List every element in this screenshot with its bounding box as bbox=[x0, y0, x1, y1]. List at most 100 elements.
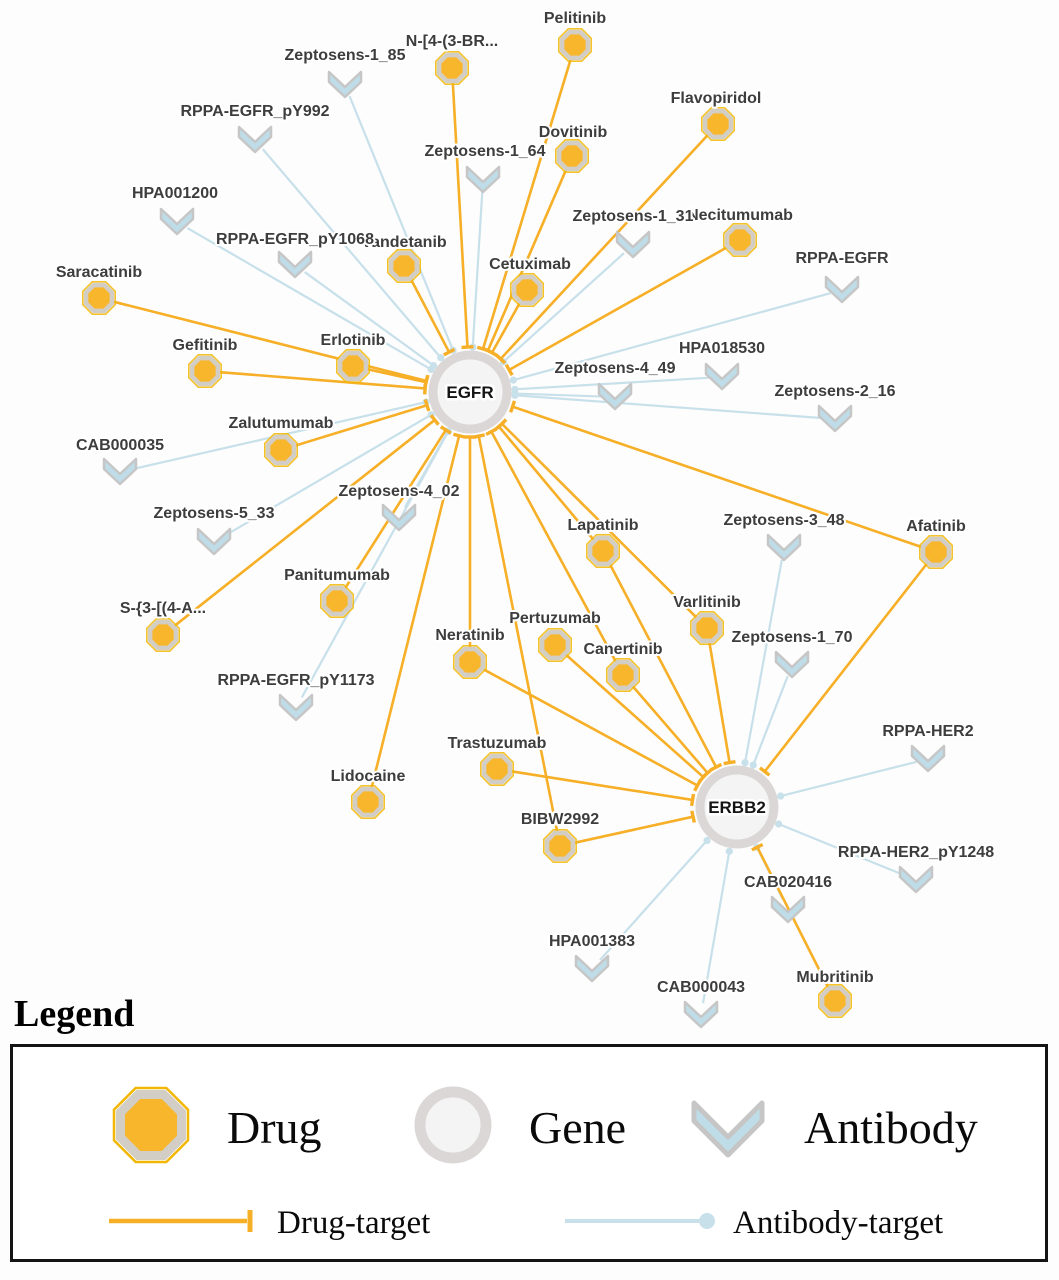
drug-node-pertuzumab bbox=[539, 629, 571, 661]
drug-edge-tee bbox=[693, 779, 702, 792]
drug-node-gefitinib bbox=[189, 355, 221, 387]
antibody-node-z3_48 bbox=[766, 533, 802, 562]
node-label-z1_64: Zeptosens-1_64 bbox=[425, 143, 546, 160]
antibody-node-z1_64 bbox=[465, 165, 501, 194]
antibody-edge-dot bbox=[509, 376, 517, 384]
drug-edge-tee bbox=[423, 398, 431, 412]
drug-target-edge-panitumumab bbox=[342, 429, 447, 591]
antibody-node-z2_16 bbox=[817, 404, 853, 433]
node-label-flavopiridol: Flavopiridol bbox=[671, 90, 762, 107]
drug-node-rim bbox=[509, 272, 545, 308]
legend-item-antibody-target: Antibody-target bbox=[561, 1205, 943, 1242]
antibody-node-z4_02 bbox=[381, 503, 417, 532]
drug-edge-tee bbox=[751, 842, 764, 852]
drug-edge-tee bbox=[429, 414, 440, 426]
drug-target-edge-necitumumab bbox=[508, 245, 730, 372]
drug-target-edge-pertuzumab bbox=[563, 652, 705, 779]
drug-node-rim bbox=[817, 983, 853, 1019]
node-label-canertinib: Canertinib bbox=[583, 641, 662, 658]
antibody-target-edge-z1_85 bbox=[348, 95, 455, 351]
antibody-target-edge-rppa_py1173 bbox=[300, 430, 450, 699]
node-label-trastuzumab: Trastuzumab bbox=[448, 735, 547, 752]
node-label-gefitinib: Gefitinib bbox=[173, 337, 238, 354]
antibody-node-rppa_py1248 bbox=[898, 865, 934, 894]
antibody-node-rppa_py1173 bbox=[278, 693, 314, 722]
drug-target-edge-bibw2992 bbox=[572, 815, 694, 845]
drug-target-edge-canertinib bbox=[630, 683, 709, 774]
legend-item-drug: Drug bbox=[101, 1075, 322, 1180]
antibody-target-line-icon bbox=[561, 1205, 721, 1242]
drug-target-edge-saracatinib bbox=[111, 299, 427, 383]
antibody-edge-dot bbox=[775, 820, 783, 828]
drug-edge-tee bbox=[698, 771, 709, 783]
drug-node-pelitinib bbox=[559, 29, 591, 61]
drug-node-lapatinib bbox=[587, 535, 619, 567]
nodes-layer bbox=[82, 27, 954, 1029]
drug-edge-tee bbox=[723, 759, 736, 766]
drug-edge-tee bbox=[504, 363, 514, 376]
drug-edge-tee bbox=[690, 810, 697, 823]
node-label-vandetanib: Vandetanib bbox=[361, 234, 447, 251]
drug-node-rim bbox=[689, 610, 725, 646]
antibody-target-edge-z5_33 bbox=[223, 413, 432, 537]
network-canvas: EGFRERBB2PelitinibN-[4-(3-BR...Flavopiri… bbox=[54, 8, 996, 1029]
drug-target-edge-trastuzumab bbox=[509, 769, 693, 802]
antibody-node-rppa_egfr bbox=[824, 275, 860, 304]
node-label-n4_3br: N-[4-(3-BR... bbox=[406, 33, 498, 50]
node-label-pertuzumab: Pertuzumab bbox=[509, 610, 601, 627]
antibody-node-cab000043 bbox=[683, 1000, 719, 1029]
drug-node-rim bbox=[537, 627, 573, 663]
drug-node-cetuximab bbox=[511, 274, 543, 306]
antibody-node-hpa001383 bbox=[574, 954, 610, 983]
drug-edge-tee bbox=[495, 353, 507, 365]
node-label-zalutumumab: Zalutumumab bbox=[229, 415, 334, 432]
legend-item-drug-target: Drug-target bbox=[105, 1205, 430, 1242]
antibody-target-edge-rppa_py1068 bbox=[304, 271, 435, 367]
legend-drug-label: Drug bbox=[227, 1102, 322, 1153]
antibody-edge-dot bbox=[437, 354, 445, 362]
node-label-panitumumab: Panitumumab bbox=[284, 567, 390, 584]
drug-node-afatinib bbox=[920, 536, 952, 568]
legend-title: Legend bbox=[14, 993, 135, 1035]
drug-node-rim bbox=[722, 223, 758, 258]
drug-target-edge-pelitinib bbox=[481, 57, 573, 350]
antibody-edge-dot bbox=[725, 847, 733, 855]
node-label-hpa001200: HPA001200 bbox=[132, 185, 218, 202]
antibody-target-edge-cab000043 bbox=[701, 851, 731, 1004]
antibody-target-edge-hpa001200 bbox=[186, 227, 432, 371]
antibody-node-rppa_py1068 bbox=[277, 250, 313, 279]
node-label-z4_49: Zeptosens-4_49 bbox=[555, 360, 676, 377]
drug-target-edge-afatinib bbox=[512, 405, 925, 550]
node-label-cab000035: CAB000035 bbox=[76, 437, 164, 454]
antibody-edge-dot bbox=[511, 391, 519, 399]
antibody-node-z1_70 bbox=[774, 650, 810, 679]
node-label-lapatinib: Lapatinib bbox=[567, 517, 638, 534]
node-label-varlitinib: Varlitinib bbox=[673, 594, 741, 611]
drug-edge-tee bbox=[509, 400, 517, 413]
drug-node-rim bbox=[263, 432, 299, 468]
node-label-z2_16: Zeptosens-2_16 bbox=[775, 383, 896, 400]
antibody-target-edge-z2_16 bbox=[514, 394, 824, 420]
drug-node-rim bbox=[319, 583, 355, 619]
drug-node-rim bbox=[434, 50, 470, 85]
node-label-z1_70: Zeptosens-1_70 bbox=[732, 629, 853, 646]
drug-target-edge-afatinib bbox=[763, 561, 930, 773]
drug-edge-tee bbox=[485, 348, 499, 358]
antibody-target-edge-rppa_her2 bbox=[780, 760, 917, 798]
antibody-target-edge-z1_70 bbox=[752, 675, 789, 766]
antibody-target-edge-rppa_py992 bbox=[261, 148, 442, 359]
node-label-hpa018530: HPA018530 bbox=[679, 340, 765, 357]
drug-node-rim bbox=[918, 534, 954, 570]
drug-node-s3_4a bbox=[147, 619, 179, 651]
drug-target-line-icon bbox=[105, 1205, 265, 1242]
legend-gene-label: Gene bbox=[529, 1102, 627, 1153]
node-label-z1_31: Zeptosens-1_31 bbox=[573, 208, 694, 225]
node-label-saracatinib: Saracatinib bbox=[56, 264, 142, 281]
node-label-lidocaine: Lidocaine bbox=[331, 768, 406, 785]
legend-box: Drug Gene Antibody bbox=[10, 1044, 1048, 1262]
drug-node-neratinib bbox=[454, 646, 486, 678]
drug-edge-tee bbox=[461, 345, 474, 350]
drug-target-edge-lapatinib bbox=[607, 561, 718, 768]
drug-node-rim bbox=[335, 348, 371, 384]
node-label-cetuximab: Cetuximab bbox=[489, 256, 571, 273]
